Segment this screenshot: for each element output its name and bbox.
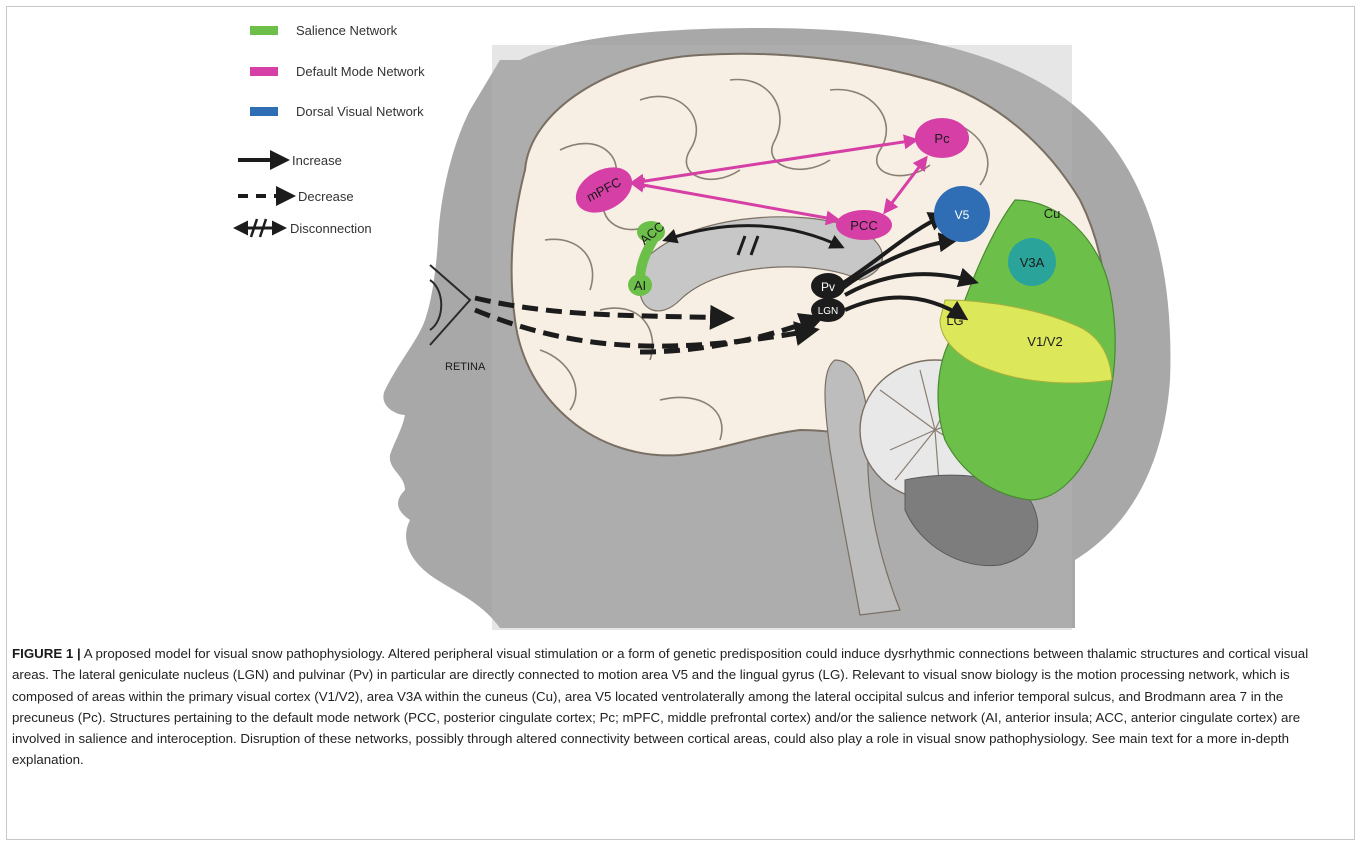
legend-swatch-salience <box>250 26 278 35</box>
figure-label: FIGURE 1 | <box>12 646 81 661</box>
label-v5: V5 <box>955 208 970 222</box>
figure-caption: FIGURE 1 | A proposed model for visual s… <box>12 643 1347 771</box>
legend-swatch-default-mode <box>250 67 278 76</box>
brain-diagram: Pc mPFC PCC V5 ACC AI Pv LGN Cu V3A LG V… <box>0 0 1362 640</box>
node-lgn: LGN <box>811 298 845 322</box>
legend-salience: Salience Network <box>296 23 398 38</box>
node-pc: Pc <box>915 118 969 158</box>
label-ai: AI <box>634 278 646 293</box>
legend-disconnection: Disconnection <box>290 221 372 236</box>
caption-text: A proposed model for visual snow pathoph… <box>12 646 1308 767</box>
node-lg: LG <box>946 313 963 328</box>
label-v3a: V3A <box>1020 255 1045 270</box>
label-pc: Pc <box>934 131 950 146</box>
label-lg: LG <box>946 313 963 328</box>
node-v3a: V3A <box>1008 238 1056 286</box>
label-cu: Cu <box>1044 206 1061 221</box>
legend-default-mode: Default Mode Network <box>296 64 425 79</box>
legend: Salience Network Default Mode Network Do… <box>236 23 425 237</box>
node-v5: V5 <box>934 186 990 242</box>
label-retina: RETINA <box>445 361 486 373</box>
legend-increase: Increase <box>292 153 342 168</box>
label-pcc: PCC <box>850 218 877 233</box>
node-v1v2: V1/V2 <box>1027 334 1062 349</box>
node-cu: Cu <box>1044 206 1061 221</box>
legend-dorsal-visual: Dorsal Visual Network <box>296 104 424 119</box>
node-pv: Pv <box>811 273 845 299</box>
label-pv: Pv <box>821 280 835 294</box>
label-lgn: LGN <box>818 306 839 317</box>
label-v1v2: V1/V2 <box>1027 334 1062 349</box>
legend-swatch-dorsal-visual <box>250 107 278 116</box>
legend-decrease: Decrease <box>298 189 354 204</box>
node-pcc: PCC <box>836 210 892 240</box>
